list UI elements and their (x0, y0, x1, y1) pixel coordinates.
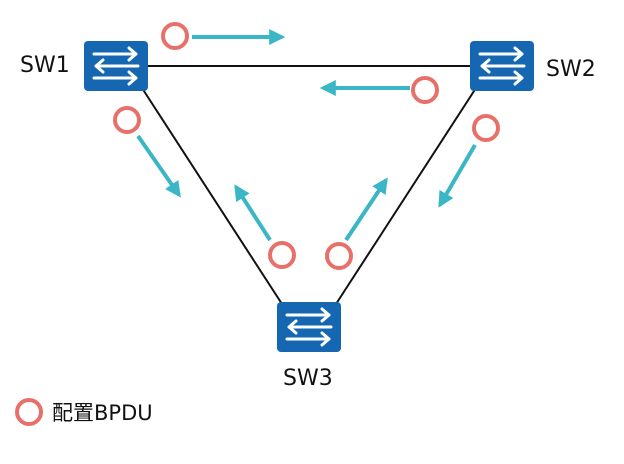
bpdu-circle (325, 242, 353, 270)
switch-sw1 (84, 41, 148, 91)
bpdu-circle (472, 114, 500, 142)
links (141, 65, 477, 305)
link-sw2-sw3 (335, 87, 477, 305)
bpdu-arrow (438, 143, 477, 208)
switch-label-sw3: SW3 (283, 366, 333, 391)
switch-sw2 (470, 41, 534, 91)
bpdu-flow-sw1-to-sw3 (113, 106, 181, 198)
link-sw1-sw3 (141, 87, 283, 305)
bpdu-flow-sw3-to-sw1 (234, 184, 296, 269)
bpdu-flow-sw2-to-sw3 (438, 114, 500, 208)
bpdu-arrow (136, 134, 181, 198)
bpdu-arrow (344, 177, 388, 242)
bpdu-circle (113, 106, 141, 134)
switch-sw3 (277, 302, 341, 352)
switch-label-sw2: SW2 (546, 57, 596, 82)
legend-label: 配置BPDU (52, 401, 153, 425)
legend: 配置BPDU (15, 398, 153, 426)
bpdu-flow-sw1-to-sw2 (161, 22, 286, 50)
legend-bpdu-circle (15, 398, 43, 426)
bpdu-arrow (234, 184, 272, 242)
bpdu-circle (268, 241, 296, 269)
bpdu-flow-sw3-to-sw2 (325, 177, 388, 270)
switch-label-sw1: SW1 (20, 53, 70, 78)
bpdu-circle (411, 76, 439, 104)
bpdu-flow-sw2-to-sw1 (319, 76, 439, 104)
bpdu-circle (161, 22, 189, 50)
